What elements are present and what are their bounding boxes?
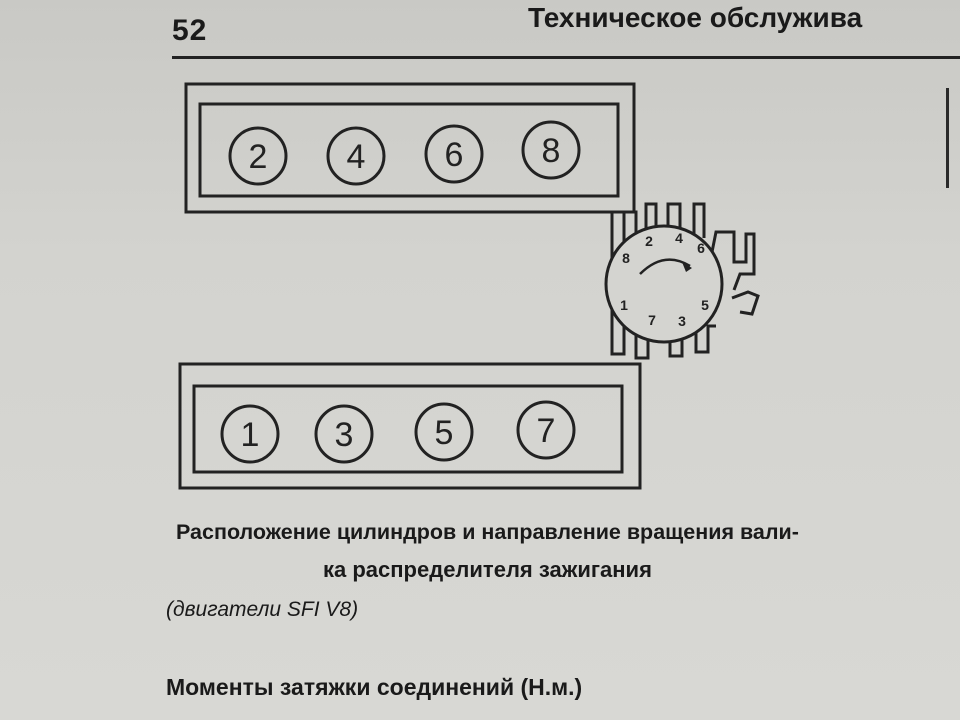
distributor: 8 2 4 6 1 7 3 5	[604, 202, 760, 360]
rotation-arrow-arc	[639, 258, 691, 275]
cylinder-7: 7	[516, 400, 576, 460]
distributor-terminal-5: 5	[701, 297, 709, 313]
cylinder-3-label: 3	[335, 416, 354, 454]
cylinder-5-label: 5	[435, 414, 454, 452]
figure-caption-line2: ка распределителя зажигания	[323, 557, 652, 582]
distributor-terminal-6: 6	[697, 240, 705, 256]
distributor-terminal-1: 1	[620, 297, 628, 313]
cylinder-4-label: 4	[347, 138, 366, 176]
distributor-terminal-3: 3	[678, 313, 686, 329]
cylinder-5: 5	[414, 402, 474, 462]
distributor-lower-leads	[634, 290, 760, 360]
cylinder-4: 4	[326, 126, 386, 186]
cylinder-6-label: 6	[445, 136, 464, 174]
upper-cylinder-bank: 2 4 6 8	[184, 82, 636, 214]
cylinder-8: 8	[521, 120, 581, 180]
header-rule	[172, 56, 960, 59]
cylinder-2-label: 2	[249, 138, 268, 176]
cylinder-8-label: 8	[542, 132, 561, 170]
rotation-arrowhead	[682, 262, 692, 272]
engine-note: (двигатели SFI V8)	[166, 598, 359, 621]
distributor-terminal-8: 8	[622, 250, 630, 266]
cylinder-7-label: 7	[537, 412, 556, 450]
figure-caption-line1: Расположение цилиндров и направление вра…	[176, 520, 799, 544]
lower-cylinder-bank: 1 3 5 7	[178, 362, 642, 490]
cylinder-3: 3	[314, 404, 374, 464]
page-number: 52	[172, 14, 208, 47]
distributor-terminal-4: 4	[675, 230, 683, 246]
cylinder-1: 1	[220, 404, 280, 464]
distributor-terminal-2: 2	[645, 233, 653, 249]
adjacent-figure-edge	[946, 88, 949, 188]
cylinder-6: 6	[424, 124, 484, 184]
distributor-cap	[604, 224, 724, 344]
distributor-terminal-7: 7	[648, 312, 656, 328]
cylinder-2: 2	[228, 126, 288, 186]
running-title: Техническое обслужива	[528, 2, 863, 33]
section-heading: Моменты затяжки соединений (Н.м.)	[166, 674, 583, 700]
cylinder-1-label: 1	[241, 416, 260, 454]
